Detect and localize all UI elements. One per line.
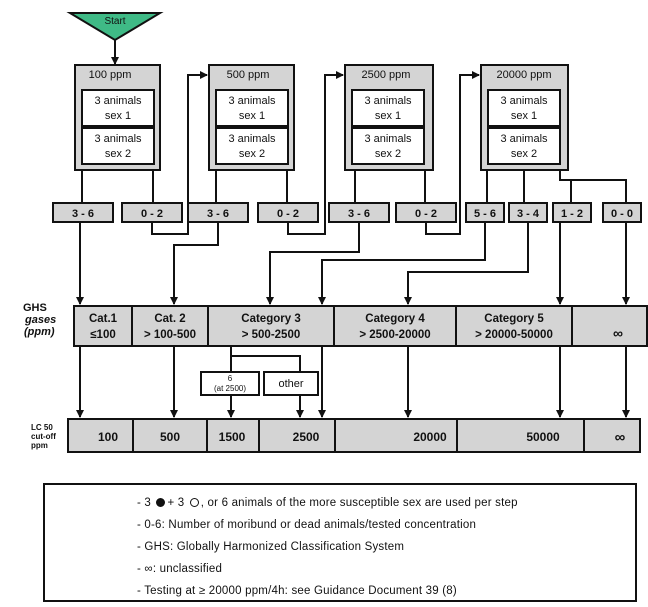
start-label: Start bbox=[104, 16, 125, 27]
outcome-label: 3 - 4 bbox=[517, 208, 540, 220]
category-range: > 500-2500 bbox=[242, 329, 301, 341]
category-name: Cat. 2 bbox=[154, 313, 185, 325]
ghs-gases-label: gases bbox=[24, 314, 56, 326]
group-sex: sex 2 bbox=[375, 148, 401, 160]
group-count: 3 animals bbox=[364, 95, 412, 107]
step-box-100: 100 ppm 3 animals sex 1 3 animals sex 2 bbox=[74, 64, 161, 171]
group-sex: sex 1 bbox=[375, 110, 401, 122]
category-range: > 20000-50000 bbox=[475, 329, 553, 341]
legend-text: , or 6 animals of the more susceptible s… bbox=[200, 497, 518, 509]
group-count: 3 animals bbox=[500, 95, 548, 107]
group-sex: sex 1 bbox=[239, 110, 265, 122]
outcome-connectors bbox=[76, 71, 630, 305]
group-sex: sex 2 bbox=[511, 148, 537, 160]
outcome-label: 3 - 6 bbox=[207, 208, 229, 220]
category-name: Category 3 bbox=[241, 313, 300, 325]
lc50-cutoff-label: cut-off bbox=[31, 432, 56, 441]
outcome-label: 0 - 2 bbox=[277, 208, 299, 220]
legend-line-animals: - 3 + 3 , or 6 animals of the more susce… bbox=[137, 497, 518, 509]
group-sex: sex 2 bbox=[105, 148, 131, 160]
group-count: 3 animals bbox=[94, 95, 142, 107]
category-range: > 2500-20000 bbox=[359, 329, 430, 341]
legend-line-unclassified: - ∞: unclassified bbox=[137, 563, 223, 575]
step-concentration: 2500 ppm bbox=[362, 69, 411, 81]
open-circle-icon bbox=[189, 498, 199, 508]
lc50-value: ∞ bbox=[615, 429, 626, 446]
step-to-outcome-lines bbox=[81, 170, 627, 203]
group-sex: sex 1 bbox=[105, 110, 131, 122]
step-box-500: 500 ppm 3 animals sex 1 3 animals sex 2 bbox=[208, 64, 295, 171]
category-range: ∞ bbox=[613, 325, 623, 341]
other-label: other bbox=[278, 378, 303, 390]
lc50-label: LC 50 bbox=[31, 423, 53, 432]
outcome-label: 1 - 2 bbox=[561, 208, 583, 220]
lc50-value: 100 bbox=[98, 430, 118, 444]
category-range: ≤100 bbox=[90, 329, 116, 341]
group-count: 3 animals bbox=[500, 133, 548, 145]
category-name: Category 5 bbox=[484, 313, 544, 325]
lc50-unit-label: ppm bbox=[31, 441, 48, 450]
outcome-label: 3 - 6 bbox=[348, 208, 370, 220]
outcome-label: 0 - 0 bbox=[611, 208, 633, 220]
six-at-2500-note: (at 2500) bbox=[214, 384, 246, 393]
ghs-unit-label: (ppm) bbox=[24, 326, 55, 338]
category-range: > 100-500 bbox=[144, 329, 196, 341]
legend-line-testing: - Testing at ≥ 20000 ppm/4h: see Guidanc… bbox=[137, 585, 457, 597]
six-at-2500-value: 6 bbox=[228, 374, 233, 383]
legend-line-count: - 0-6: Number of moribund or dead animal… bbox=[137, 519, 477, 531]
filled-circle-icon bbox=[156, 498, 166, 508]
lc50-value: 50000 bbox=[526, 430, 560, 444]
outcome-label: 0 - 2 bbox=[141, 208, 163, 220]
lc50-value: 20000 bbox=[413, 430, 447, 444]
lc50-value: 2500 bbox=[293, 430, 320, 444]
outcome-label: 5 - 6 bbox=[474, 208, 496, 220]
lc50-band: 100 500 1500 2500 20000 50000 ∞ bbox=[67, 418, 641, 453]
step-concentration: 500 ppm bbox=[227, 69, 270, 81]
start-node: Start bbox=[66, 12, 164, 42]
legend-text: - 3 bbox=[137, 497, 152, 509]
category-name: Cat.1 bbox=[89, 313, 118, 325]
category3-subboxes: 6 (at 2500) other bbox=[200, 371, 319, 396]
step-concentration: 100 ppm bbox=[89, 69, 132, 81]
group-count: 3 animals bbox=[364, 133, 412, 145]
legend-box: - 3 + 3 , or 6 animals of the more susce… bbox=[43, 483, 637, 602]
legend-line-ghs: - GHS: Globally Harmonized Classificatio… bbox=[137, 541, 405, 553]
ghs-to-lc50-lines bbox=[76, 346, 630, 418]
group-sex: sex 1 bbox=[511, 110, 537, 122]
category-name: Category 4 bbox=[365, 313, 425, 325]
step-box-20000: 20000 ppm 3 animals sex 1 3 animals sex … bbox=[480, 64, 569, 171]
lc50-value: 1500 bbox=[219, 430, 246, 444]
group-count: 3 animals bbox=[94, 133, 142, 145]
ghs-label: GHS bbox=[23, 302, 47, 314]
group-sex: sex 2 bbox=[239, 148, 265, 160]
legend-text: + 3 bbox=[167, 497, 185, 509]
group-count: 3 animals bbox=[228, 133, 276, 145]
lc50-value: 500 bbox=[160, 430, 180, 444]
step-concentration: 20000 ppm bbox=[496, 69, 551, 81]
outcome-label: 3 - 6 bbox=[72, 208, 94, 220]
outcome-label: 0 - 2 bbox=[415, 208, 437, 220]
step-box-2500: 2500 ppm 3 animals sex 1 3 animals sex 2 bbox=[344, 64, 434, 171]
outcome-boxes: 3 - 6 0 - 2 3 - 6 0 - 2 3 - 6 0 - 2 5 - … bbox=[52, 202, 642, 223]
ghs-category-band: Cat.1 ≤100 Cat. 2 > 100-500 Category 3 >… bbox=[73, 305, 648, 347]
group-count: 3 animals bbox=[228, 95, 276, 107]
